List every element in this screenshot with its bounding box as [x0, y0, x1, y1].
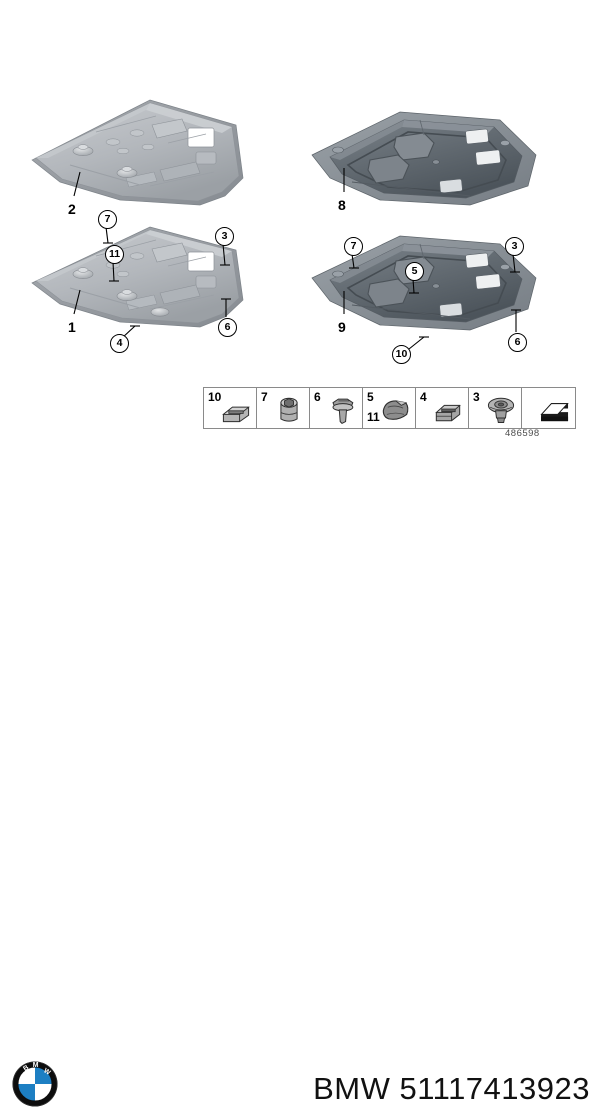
leader-line-11: [112, 261, 115, 282]
legend-number-6: 6: [314, 390, 321, 404]
legend-number-3: 3: [473, 390, 480, 404]
svg-text:M: M: [33, 1062, 39, 1069]
part-number: BMW 51117413923: [313, 1071, 590, 1106]
callout-7a[interactable]: 7: [98, 210, 117, 229]
callout-2[interactable]: 2: [68, 201, 76, 217]
legend-cell-4[interactable]: 4: [416, 388, 469, 428]
flange-head-screw-icon: [487, 397, 515, 423]
legend-number-4: 4: [420, 390, 427, 404]
callout-5[interactable]: 5: [405, 262, 424, 281]
retaining-clip-icon: [222, 406, 250, 423]
leader-line-3: [512, 253, 516, 273]
callout-1[interactable]: 1: [68, 319, 76, 335]
leader-line-1: [73, 289, 81, 315]
legend-cell-7[interactable]: 7: [257, 388, 310, 428]
legend-number-11: 11: [367, 410, 380, 424]
callout-3a[interactable]: 3: [215, 227, 234, 246]
legend-number-5: 5: [367, 390, 374, 404]
rubber-grommet-icon: [382, 400, 409, 420]
legend-cell-3[interactable]: 3: [469, 388, 522, 428]
callout-6a[interactable]: 6: [218, 318, 237, 337]
bmw-roundel-logo: B M W: [12, 1061, 58, 1107]
diagram-id: 486598: [505, 428, 540, 439]
callout-9[interactable]: 9: [338, 319, 346, 335]
leader-line-5: [412, 278, 415, 294]
legend-number-10: 10: [208, 390, 222, 404]
callout-3b[interactable]: 3: [505, 237, 524, 256]
assembly-lower-left-shield: [31, 226, 244, 328]
callout-6b[interactable]: 6: [508, 333, 527, 352]
legend-number-7: 7: [261, 390, 268, 404]
legend-cell-arrow[interactable]: [522, 388, 575, 428]
leader-line-7: [351, 253, 355, 269]
footer-bar: B M W BMW 51117413923: [0, 520, 600, 1107]
callout-10[interactable]: 10: [392, 345, 411, 364]
assembly-lower-right-shield: [311, 235, 537, 331]
leader-line-2: [73, 171, 81, 197]
callout-7b[interactable]: 7: [344, 237, 363, 256]
hex-head-bolt-icon: [332, 398, 354, 425]
assembly-upper-left-shield: [31, 99, 244, 206]
direction-arrow-icon: [540, 403, 569, 422]
leader-line-7: [105, 226, 109, 244]
legend-cell-6[interactable]: 6: [310, 388, 363, 428]
cage-nut-icon: [435, 404, 461, 422]
callout-4[interactable]: 4: [110, 334, 129, 353]
legend-cell-10[interactable]: 10: [204, 388, 257, 428]
leader-line-10: [408, 336, 425, 350]
callout-8[interactable]: 8: [338, 197, 346, 213]
hex-socket-grommet-icon: [280, 397, 298, 422]
callout-11[interactable]: 11: [105, 245, 124, 264]
assembly-upper-right-shield: [311, 111, 537, 206]
illustration-layer: [31, 99, 537, 350]
leader-line-3: [222, 243, 226, 266]
